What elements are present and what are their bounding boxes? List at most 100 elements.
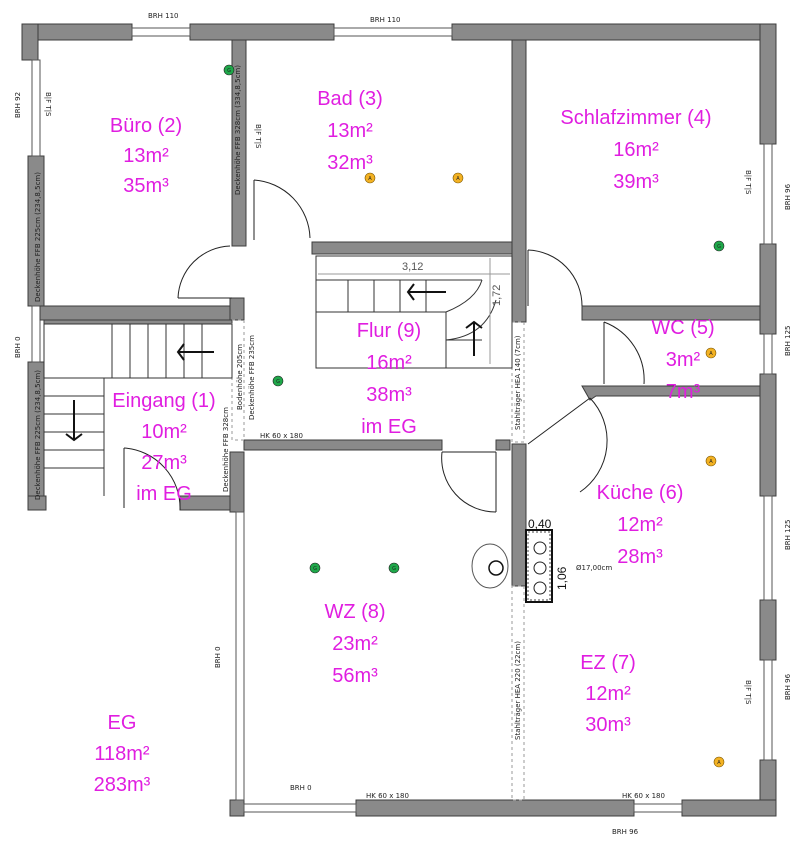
brh-left-lower: BRH 0 xyxy=(14,336,22,358)
stair-turn xyxy=(445,279,483,313)
beam-lower xyxy=(511,585,525,801)
room-flur-area: 16m² xyxy=(366,352,412,374)
doors xyxy=(123,179,645,513)
note-buero-height: Deckenhöhe FFB 328cm (334,8,5cm) xyxy=(234,65,242,195)
door-buero-swing xyxy=(177,245,231,299)
brh-top-mid: BRH 110 xyxy=(370,16,401,24)
room-eingang-volume: 27m³ xyxy=(141,452,187,474)
brh-bottom-right: BRH 96 xyxy=(612,828,639,836)
room-buero-area: 13m² xyxy=(123,145,169,167)
room-wz-name: WZ (8) xyxy=(324,601,385,623)
room-ez: EZ (7) 12m² 30m³ xyxy=(580,652,636,736)
window-detail-bad: B|F T|S xyxy=(254,124,262,149)
brh-bottom-left: BRH 0 xyxy=(290,784,312,792)
door-bad-swing xyxy=(253,179,311,239)
wall-wc-bottom xyxy=(581,385,761,401)
stair-arrow-h-head xyxy=(176,343,185,361)
socket-a-icon: A xyxy=(705,347,717,359)
stair-flur-arrow-h-head xyxy=(406,283,415,301)
note-steel-lower: Stahlträger HEA 220 (22cm) xyxy=(514,641,522,740)
note-eingang-left: Deckenhöhe FFB 225cm (234,8,5cm) xyxy=(34,370,42,500)
window-detail-left: B|F T|S xyxy=(44,92,52,117)
room-bad-name: Bad (3) xyxy=(317,88,383,110)
wall-wz-ez xyxy=(511,443,527,587)
room-ez-volume: 30m³ xyxy=(585,714,631,736)
wall-bottom-3 xyxy=(681,799,777,817)
wall-bottom-1 xyxy=(229,799,245,817)
socket-g-icon: G xyxy=(223,64,235,76)
room-wc-area: 3m² xyxy=(666,349,701,371)
room-eingang-name: Eingang (1) xyxy=(112,390,215,412)
room-wc: WC (5) 3m² 7m³ xyxy=(651,317,714,403)
wall-left-1 xyxy=(21,23,39,61)
window-detail-ez: B|F T|S xyxy=(744,680,752,705)
wall-top-2 xyxy=(189,23,335,41)
note-opening-bottom-left: HK 60 x 180 xyxy=(366,792,409,800)
note-steel-upper: Stahlträger HEA 140 (7cm) xyxy=(514,335,522,430)
wall-notes: Deckenhöhe FFB 328cm (334,8,5cm) Deckenh… xyxy=(34,65,665,800)
socket-a-icon: A xyxy=(452,172,464,184)
svg-text:G: G xyxy=(227,68,231,74)
wall-bad-bottom xyxy=(311,241,513,255)
door-schlaf-swing xyxy=(527,249,583,307)
wall-bad-schlaf xyxy=(511,39,527,323)
room-buero-volume: 35m³ xyxy=(123,175,169,197)
window-right-kueche xyxy=(763,495,773,601)
socket-g-icon: G xyxy=(272,375,284,387)
stair-arrow-v-head xyxy=(65,433,83,442)
svg-text:A: A xyxy=(456,176,460,182)
staircase-eingang xyxy=(43,323,233,496)
chimney-flue-3 xyxy=(533,581,547,595)
brh-left-upper: BRH 92 xyxy=(14,92,22,118)
room-ez-name: EZ (7) xyxy=(580,652,636,674)
door-wz-swing xyxy=(441,451,497,513)
floor-total-volume: 283m³ xyxy=(94,774,151,796)
svg-text:G: G xyxy=(392,566,396,572)
wall-flur-wz-b xyxy=(495,439,511,451)
floor-total-area: 118m² xyxy=(94,743,150,765)
room-schlafzimmer: Schlafzimmer (4) 16m² 39m³ xyxy=(560,107,711,193)
wall-right-1 xyxy=(759,23,777,145)
door-kueche-leaf xyxy=(527,397,591,445)
brh-top-left: BRH 110 xyxy=(148,12,179,20)
svg-text:A: A xyxy=(709,459,713,465)
dim-chimney-depth: 1,06 xyxy=(555,566,569,590)
brh-right-upper: BRH 96 xyxy=(784,183,792,210)
stove-icon xyxy=(488,560,504,576)
window-bottom-wz xyxy=(243,803,357,813)
room-wz: WZ (8) 23m² 56m³ xyxy=(324,601,385,687)
svg-text:A: A xyxy=(709,351,713,357)
room-kueche-name: Küche (6) xyxy=(597,482,684,504)
chimney-inner xyxy=(527,531,551,601)
floor-total-name: EG xyxy=(108,712,137,734)
wall-eingang-bottom-a xyxy=(27,495,47,511)
svg-text:A: A xyxy=(717,760,721,766)
room-labels: Büro (2) 13m² 35m³ Bad (3) 13m² 32m³ Sch… xyxy=(94,88,715,796)
svg-text:G: G xyxy=(276,379,280,385)
note-opening-bottom-right: HK 60 x 180 xyxy=(622,792,665,800)
wall-buero-bottom xyxy=(39,305,233,321)
stair-turn xyxy=(445,299,497,341)
chimney-flue-2 xyxy=(533,561,547,575)
window-detail-schlaf: B|F T|S xyxy=(744,170,752,195)
socket-g-icon: G xyxy=(713,240,725,252)
wall-buero-bad xyxy=(231,39,247,247)
room-wc-name: WC (5) xyxy=(651,317,714,339)
dim-stair-width-label: 3,12 xyxy=(402,261,423,273)
room-schlafzimmer-name: Schlafzimmer (4) xyxy=(560,107,711,129)
dim-stair-depth-label: 1,72 xyxy=(491,285,503,306)
wall-schlaf-bottom xyxy=(581,305,761,321)
room-wz-area: 23m² xyxy=(332,633,378,655)
room-kueche-area: 12m² xyxy=(617,514,663,536)
window-bottom-ez xyxy=(633,803,683,813)
floor-total: EG 118m² 283m³ xyxy=(94,712,151,796)
window-right-ez xyxy=(763,659,773,761)
socket-a-icon: A xyxy=(364,172,376,184)
brh-wz-left: BRH 0 xyxy=(214,646,222,668)
window-top-2 xyxy=(333,27,453,37)
room-flur: Flur (9) 16m² 38m³ im EG xyxy=(357,320,421,438)
window-left-buero xyxy=(31,59,41,157)
dim-chimney-width: 0,40 xyxy=(528,517,552,531)
windows: B|F T|S B|F T|S B|F T|S B|F T|S xyxy=(31,27,773,813)
